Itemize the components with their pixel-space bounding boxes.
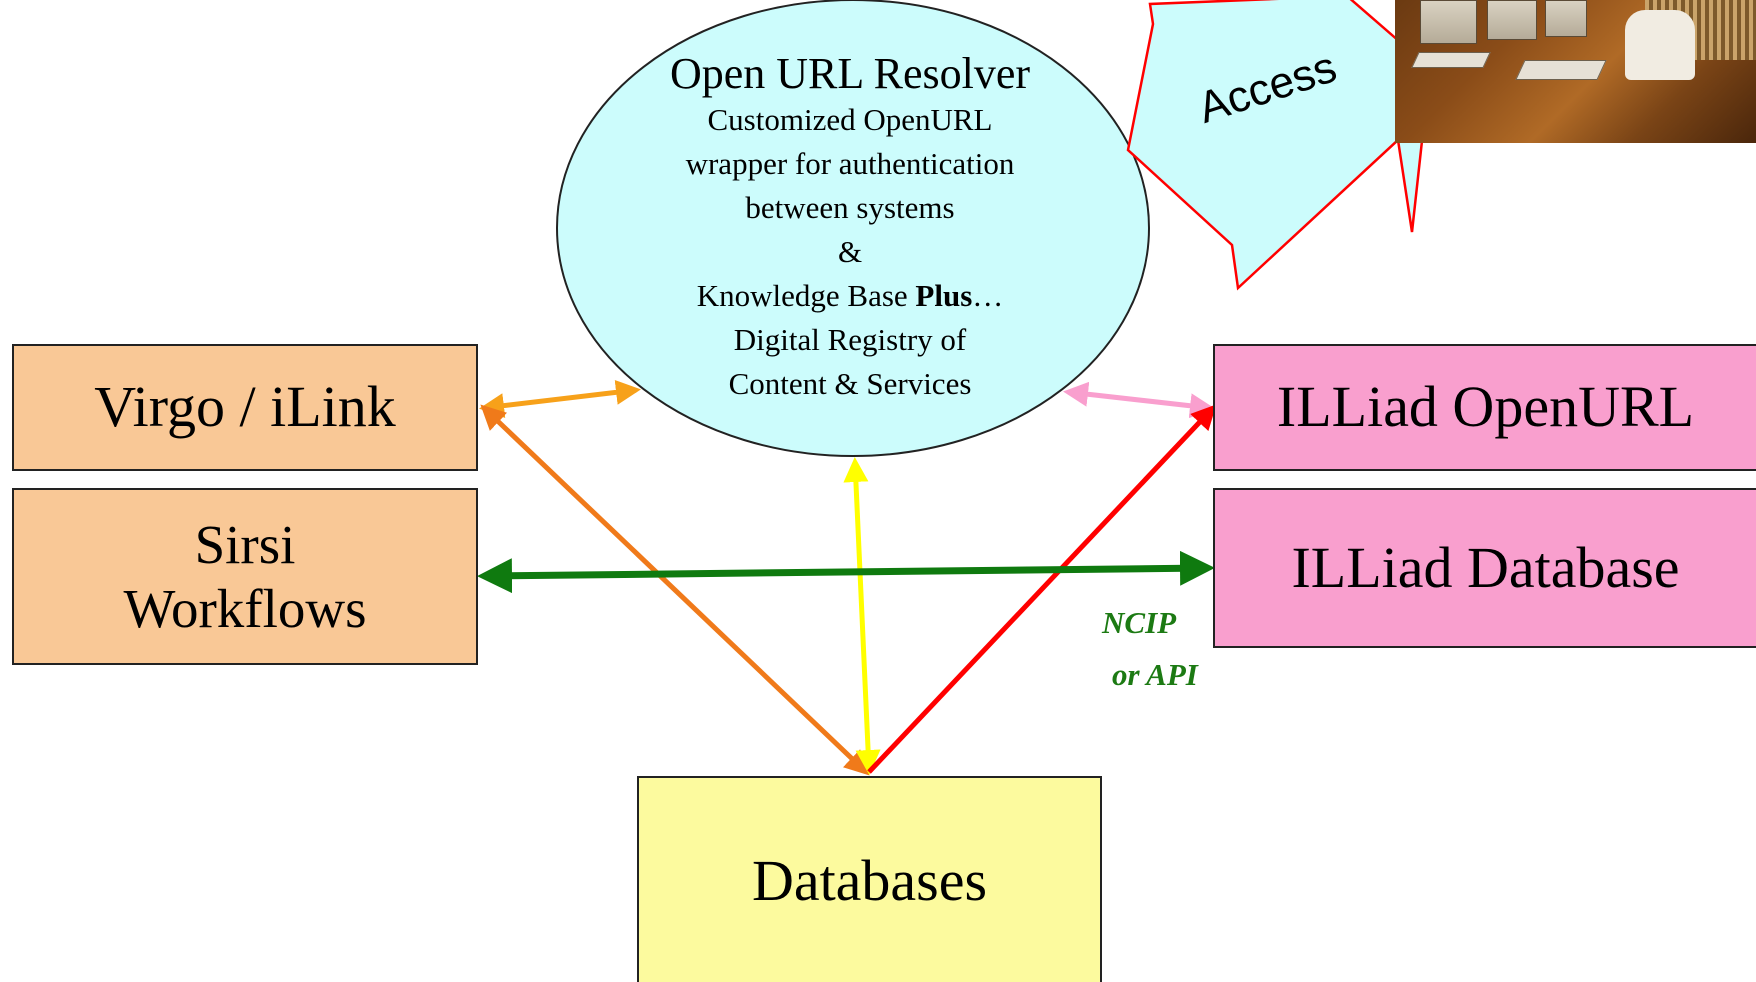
resolver-line-6: Digital Registry of [733, 322, 967, 358]
sirsi-label-line-1: Sirsi [194, 514, 296, 576]
resolver-line-5: Knowledge Base Plus… [600, 274, 1100, 318]
ncip-label-line-1: NCIP [1102, 605, 1177, 640]
access-callout-shape [1126, 0, 1432, 291]
illiad-openurl-box: ILLiad OpenURL [1213, 344, 1756, 471]
arrow-illiad-resolver [1063, 381, 1215, 419]
ncip-api-label: NCIP or API [1102, 597, 1198, 701]
illiad-database-box: ILLiad Database [1213, 488, 1756, 648]
monitor-shape [1420, 0, 1477, 44]
arrow-illiad-databases [867, 404, 1217, 774]
keyboard-shape [1411, 52, 1491, 68]
monitor-shape [1545, 0, 1587, 37]
resolver-line-5-suffix: … [972, 278, 1004, 314]
resolver-line-5-prefix: Knowledge Base [696, 278, 916, 314]
resolver-line-7: Content & Services [728, 366, 972, 402]
databases-label: Databases [751, 847, 988, 913]
arrow-virgo-databases [480, 404, 870, 776]
resolver-line-2: wrapper for authentication [685, 146, 1015, 182]
resolver-line-4: & [837, 234, 863, 270]
illiad-database-label: ILLiad Database [1291, 534, 1680, 600]
ncip-label-line-2: or API [1112, 657, 1198, 692]
resolver-line-3: between systems [745, 190, 955, 226]
virgo-ilink-label: Virgo / iLink [94, 374, 396, 440]
monitor-shape [1487, 0, 1537, 40]
computer-lab-photo [1395, 0, 1756, 143]
resolver-title: Open URL Resolver [669, 49, 1031, 98]
illiad-openurl-label: ILLiad OpenURL [1276, 374, 1695, 440]
resolver-line-1: Customized OpenURL [707, 102, 993, 138]
keyboard-shape [1515, 60, 1607, 80]
resolver-text: Open URL Resolver Customized OpenURL wra… [600, 49, 1100, 406]
virgo-ilink-box: Virgo / iLink [12, 344, 478, 471]
arrow-sirsi-illiad [477, 550, 1215, 594]
arrow-resolver-databases [843, 457, 881, 775]
sirsi-label-line-2: Workflows [123, 577, 367, 639]
databases-box: Databases [637, 776, 1102, 982]
resolver-line-5-bold: Plus [915, 278, 973, 314]
sirsi-workflows-box: Sirsi Workflows [12, 488, 478, 665]
person-shape [1625, 10, 1695, 80]
